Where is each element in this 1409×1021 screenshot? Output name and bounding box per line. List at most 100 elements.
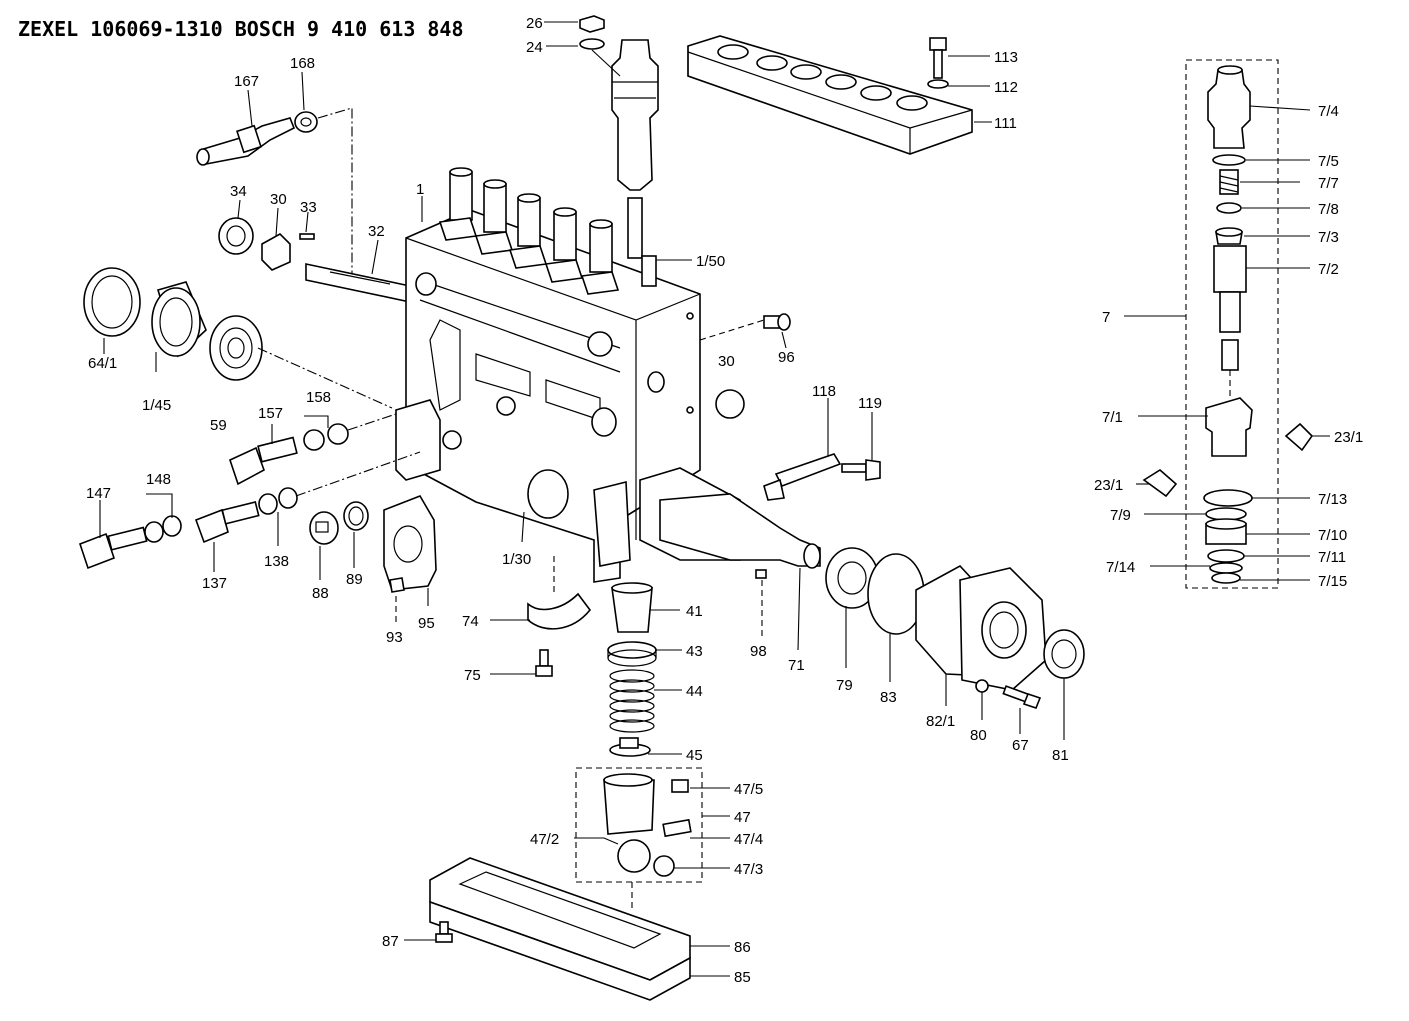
label-7-8: 7/8 (1318, 201, 1339, 218)
label-158: 158 (306, 389, 331, 406)
label-87: 87 (382, 933, 399, 950)
label-30: 30 (270, 191, 287, 208)
label-7-3: 7/3 (1318, 229, 1339, 246)
label-26: 26 (526, 15, 543, 32)
label-47-4: 47/4 (734, 831, 763, 848)
cap-30 (261, 233, 291, 271)
label-7-4: 7/4 (1318, 103, 1339, 120)
label-1-30: 1/30 (502, 551, 531, 568)
label-95: 95 (418, 615, 435, 632)
label-1-50: 1/50 (696, 253, 725, 270)
oil-seal-64-1 (83, 267, 141, 337)
washer-7-8 (1216, 202, 1242, 214)
label-118: 118 (812, 383, 836, 400)
cover-screw (927, 37, 949, 89)
bearing-cover-flange (959, 567, 1047, 691)
label-67: 67 (1012, 737, 1029, 754)
spring-7-7 (1219, 169, 1239, 195)
ring-7-11 (1207, 549, 1245, 563)
bolt-119 (841, 459, 881, 481)
label-167: 167 (234, 73, 259, 90)
label-45: 45 (686, 747, 703, 764)
plug-34 (218, 217, 254, 255)
plug-88 (309, 511, 339, 545)
label-93: 93 (386, 629, 403, 646)
label-47-3: 47/3 (734, 861, 763, 878)
lever-118 (763, 453, 842, 501)
label-47: 47 (734, 809, 751, 826)
sleeve-41 (611, 582, 653, 633)
ring-7-14-15 (1209, 562, 1243, 584)
diagram-title: ZEXEL 106069-1310 BOSCH 9 410 613 848 (18, 17, 464, 41)
label-79: 79 (836, 677, 853, 694)
label-7-9: 7/9 (1110, 507, 1131, 524)
label-7-7: 7/7 (1318, 175, 1339, 192)
plug-30-right (715, 389, 745, 419)
pump-barrels (438, 167, 620, 295)
label-32: 32 (368, 223, 385, 240)
bearing-race-1-45 (151, 281, 207, 358)
label-137: 137 (202, 575, 227, 592)
base-plate-85 (429, 900, 691, 1001)
oil-seal-81 (1043, 629, 1085, 679)
label-86: 86 (734, 939, 751, 956)
label-47-2: 47/2 (530, 831, 559, 848)
label-71: 71 (788, 657, 805, 674)
label-168: 168 (290, 55, 315, 72)
label-119: 119 (858, 395, 882, 412)
key-98 (755, 569, 767, 579)
label-83: 83 (880, 689, 897, 706)
tappet-assembly-box (575, 767, 703, 883)
screw-67 (1002, 685, 1042, 709)
label-7-1: 7/1 (1102, 409, 1123, 426)
top-cover-plate (687, 35, 973, 155)
label-80: 80 (970, 727, 987, 744)
label-81: 81 (1052, 747, 1069, 764)
part-labels: 26 24 113 112 111 167 168 34 30 33 1 32 … (86, 15, 1363, 986)
control-sleeve-7-1 (1205, 397, 1253, 457)
spring-44 (609, 669, 655, 733)
bolt-137 (194, 501, 260, 544)
label-59: 59 (210, 417, 227, 434)
label-7-13: 7/13 (1318, 491, 1347, 508)
label-138: 138 (264, 553, 289, 570)
label-7-15: 7/15 (1318, 573, 1347, 590)
label-148: 148 (146, 471, 171, 488)
label-89: 89 (346, 571, 363, 588)
label-7-10: 7/10 (1318, 527, 1347, 544)
label-47-5: 47/5 (734, 781, 763, 798)
element-assembly-box (1185, 59, 1279, 589)
screw-93 (389, 577, 405, 593)
clip-23-1-right (1284, 422, 1314, 452)
label-30-right: 30 (718, 353, 735, 370)
label-85: 85 (734, 969, 751, 986)
label-7-5: 7/5 (1318, 153, 1339, 170)
label-74: 74 (462, 613, 479, 630)
label-75: 75 (464, 667, 481, 684)
label-7: 7 (1102, 309, 1110, 326)
delivery-valve-holder (579, 15, 659, 259)
bolt-147 (78, 526, 148, 570)
label-41: 41 (686, 603, 703, 620)
seat-7-10 (1205, 518, 1247, 545)
label-82-1: 82/1 (926, 713, 955, 730)
barrel-7-2 (1213, 245, 1247, 371)
tappet-body (603, 773, 692, 877)
leader-lines (99, 21, 1330, 977)
label-7-2: 7/2 (1318, 261, 1339, 278)
spring-89 (343, 501, 369, 531)
label-24: 24 (526, 39, 543, 56)
label-147: 147 (86, 485, 111, 502)
label-1: 1 (416, 181, 424, 198)
label-96: 96 (778, 349, 795, 366)
control-rack (305, 263, 411, 303)
clip-23-1-left (1142, 469, 1178, 498)
screw-96 (763, 313, 791, 331)
washer-158 (303, 423, 349, 451)
label-33: 33 (300, 199, 317, 216)
label-157: 157 (258, 405, 283, 422)
label-44: 44 (686, 683, 703, 700)
segment-74 (527, 592, 592, 630)
label-112: 112 (994, 79, 1018, 96)
label-7-11: 7/11 (1318, 549, 1346, 566)
